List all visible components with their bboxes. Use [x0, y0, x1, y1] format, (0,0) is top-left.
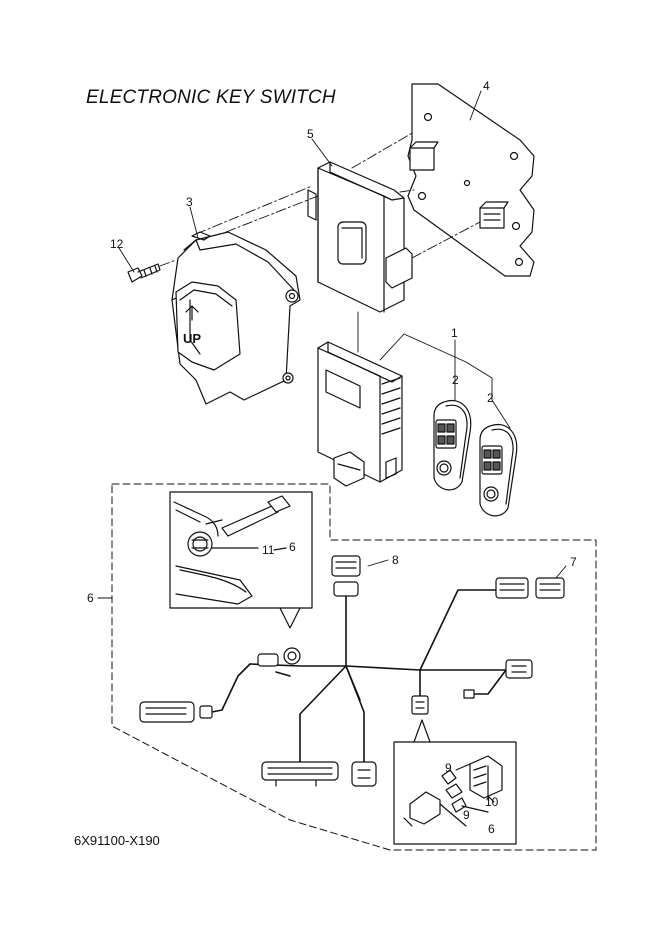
key-fob-part-2-a [433, 399, 472, 491]
connector-8 [331, 555, 361, 597]
wire-harness [211, 589, 507, 763]
connector-left [139, 701, 213, 723]
connector-bottom-wide [261, 761, 339, 787]
connector-bottom-small [351, 761, 377, 787]
document-id: 6X91100-X190 [74, 833, 160, 848]
callout-7: 7 [570, 555, 577, 569]
callout-2a: 2 [452, 373, 459, 387]
callout-8: 8 [392, 553, 399, 567]
callout-10: 10 [485, 795, 499, 809]
control-unit-part-1 [317, 341, 403, 487]
callout-6-main: 6 [87, 591, 94, 605]
inset-detail-bottom [393, 719, 517, 845]
inset-detail-top [169, 491, 313, 629]
connector-right [463, 659, 533, 699]
diagram-title: ELECTRONIC KEY SWITCH [86, 87, 336, 108]
key-fob-part-2-b [479, 423, 518, 517]
connector-center [411, 695, 429, 715]
callout-4: 4 [483, 79, 490, 93]
callout-3: 3 [186, 195, 193, 209]
callout-6-inset-bottom: 6 [488, 822, 495, 836]
harness-boundary [111, 483, 597, 851]
callout-12: 12 [110, 237, 124, 251]
bolt-part-12 [127, 263, 161, 283]
bracket-part-4 [407, 83, 535, 277]
harness-switch [257, 647, 301, 667]
callout-1: 1 [451, 326, 458, 340]
case-part-5 [307, 161, 413, 313]
connector-7 [495, 577, 565, 599]
up-label: UP [183, 331, 201, 346]
callout-9a: 9 [445, 761, 452, 775]
leader-lines [97, 90, 567, 599]
callout-11: 11 [262, 543, 275, 557]
callout-5: 5 [307, 127, 314, 141]
callout-2b: 2 [487, 391, 494, 405]
callout-9b: 9 [463, 808, 470, 822]
assembly-lines [159, 131, 481, 267]
callout-6-inset-top: 6 [289, 540, 296, 554]
cover-part-3: UP [171, 231, 301, 405]
